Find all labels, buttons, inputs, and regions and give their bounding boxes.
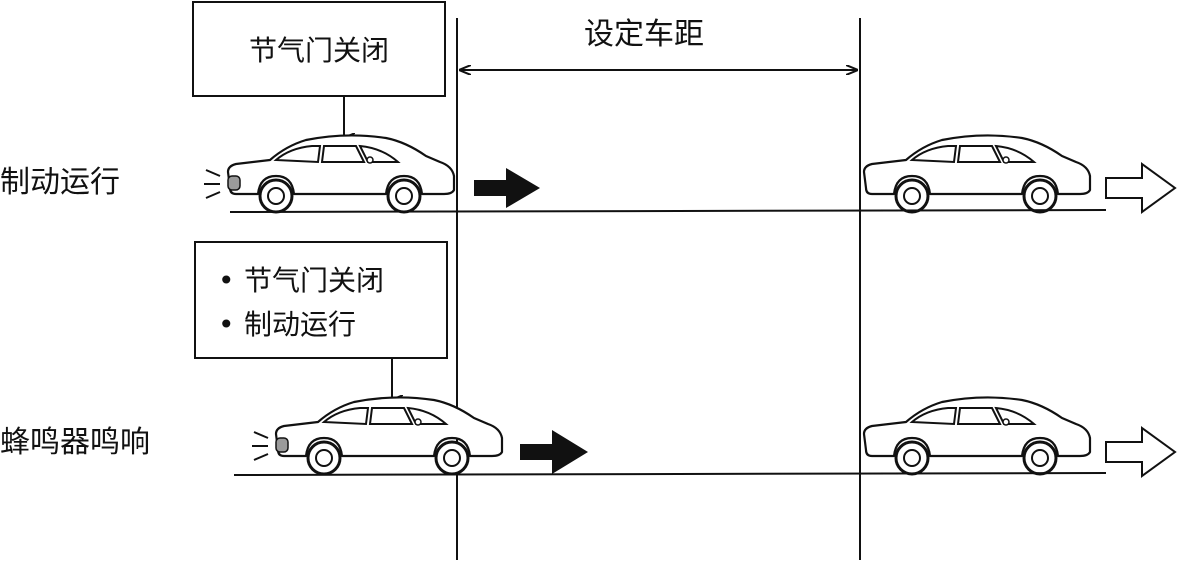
brake-light: [228, 176, 240, 190]
box-bullet: •: [218, 308, 235, 341]
brake-light-rays-icon: [252, 432, 268, 460]
brake-light-rays-icon: [204, 170, 220, 198]
distance-label: 设定车距: [584, 17, 704, 52]
lead-car-icon: [864, 135, 1090, 212]
row-buzzer: • 节气门关闭 • 制动运行 蜂鸣器鸣响: [0, 242, 1175, 476]
hollow-right-arrow-icon: [1106, 164, 1175, 212]
box-item-text: 节气门关闭: [244, 264, 384, 297]
row-label-braking: 制动运行: [0, 165, 120, 200]
lead-car-icon: [864, 397, 1090, 474]
box-item-text: 制动运行: [244, 308, 356, 341]
road-line: [230, 210, 1106, 212]
hollow-right-arrow-icon: [1106, 428, 1175, 476]
box-bullet: •: [218, 264, 235, 297]
brake-light: [276, 438, 288, 452]
solid-right-arrow-icon: [520, 430, 588, 474]
own-car-icon: [276, 397, 502, 474]
row-label-buzzer: 蜂鸣器鸣响: [0, 425, 150, 460]
own-car-icon: [228, 135, 454, 212]
road-line: [234, 473, 1106, 475]
solid-right-arrow-icon: [474, 168, 540, 208]
box-item-text: 节气门关闭: [249, 34, 389, 67]
